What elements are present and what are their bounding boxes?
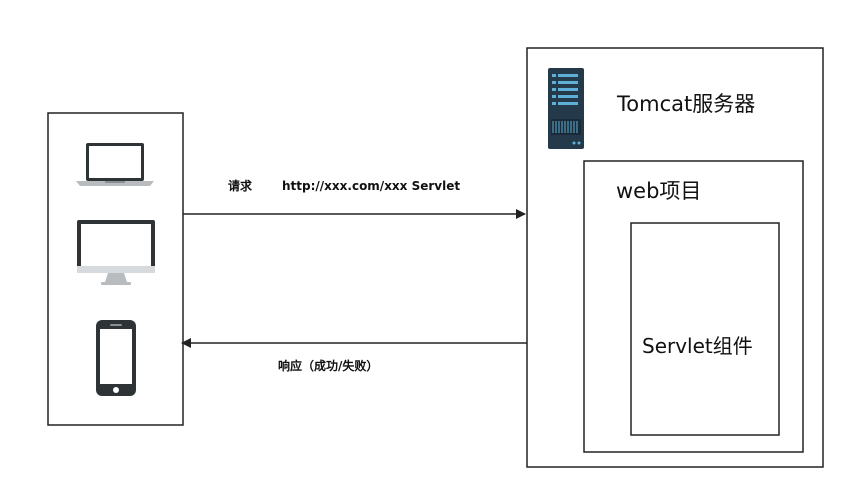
request-url: http://xxx.com/xxx Servlet (282, 179, 460, 193)
smartphone-icon (96, 320, 136, 396)
servlet-component-box (630, 222, 780, 436)
servlet-component-title: Servlet组件 (642, 334, 753, 358)
tomcat-server-box (526, 47, 824, 468)
request-label: 请求 (228, 178, 253, 193)
web-project-box (583, 160, 804, 453)
client-box (47, 112, 184, 426)
server-icon (548, 68, 584, 149)
desktop-monitor-icon (77, 220, 155, 285)
web-project-title: web项目 (616, 179, 701, 203)
response-label: 响应（成功/失败） (278, 358, 378, 373)
tomcat-server-title: Tomcat服务器 (616, 92, 755, 116)
laptop-icon (76, 143, 154, 186)
